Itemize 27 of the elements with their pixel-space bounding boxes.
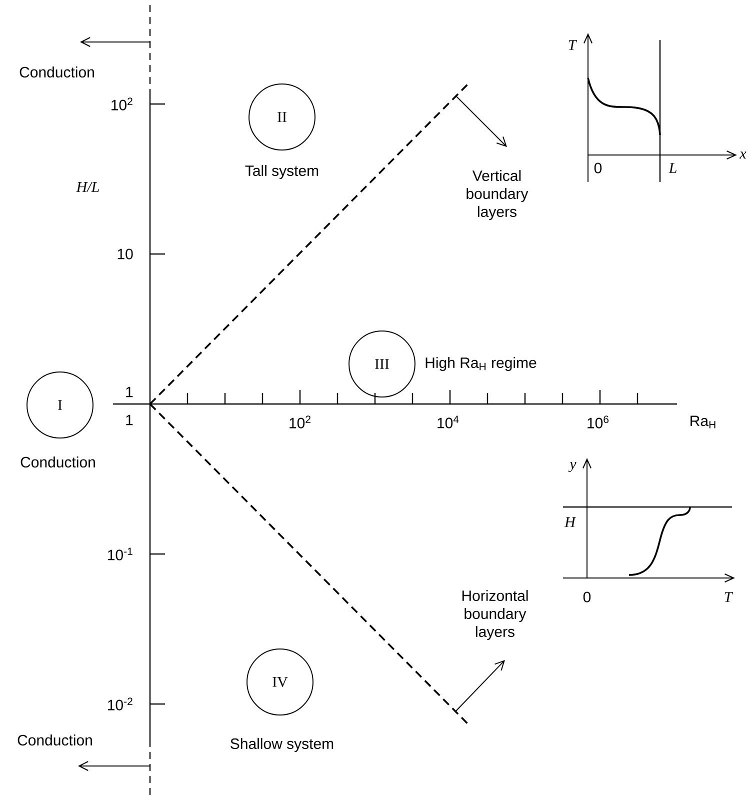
region-caption: Tall system <box>245 165 318 179</box>
region-caption: Conduction <box>20 456 95 468</box>
axis-label: x <box>739 152 746 158</box>
region-caption: High Ra$_{H}$ regime <box>426 357 536 371</box>
axis-title: H/L <box>76 182 99 192</box>
tick-label: 1 <box>126 386 133 398</box>
direction-label: Conduction <box>20 66 94 78</box>
tick-label: 10$^{-2}$ <box>108 698 132 710</box>
axis-label: 0 <box>583 592 591 602</box>
axis-label: L <box>668 163 676 173</box>
region-caption: Shallow system <box>230 738 334 752</box>
axis-label: H <box>564 517 576 527</box>
axis-title: Ra$_{H}$ <box>690 416 716 428</box>
annotation-text: Horizontal boundary layers <box>462 590 528 640</box>
tick-label: 10$^{2}$ <box>290 416 310 428</box>
axis-label: 0 <box>594 162 602 174</box>
axis-label: T <box>724 592 734 602</box>
tick-label: 10$^{-1}$ <box>108 548 132 560</box>
direction-label: Conduction <box>18 734 92 746</box>
axis-label: y <box>568 462 576 472</box>
tick-label: 10$^{4}$ <box>438 416 459 428</box>
annotation-text: Vertical boundary layers <box>466 170 528 220</box>
axis-label: T <box>568 40 578 50</box>
tick-label: 10$^{2}$ <box>112 98 132 110</box>
tick-label: 1 <box>126 414 133 426</box>
tick-label: 10 <box>118 248 133 260</box>
tick-label: 10$^{6}$ <box>588 416 609 428</box>
